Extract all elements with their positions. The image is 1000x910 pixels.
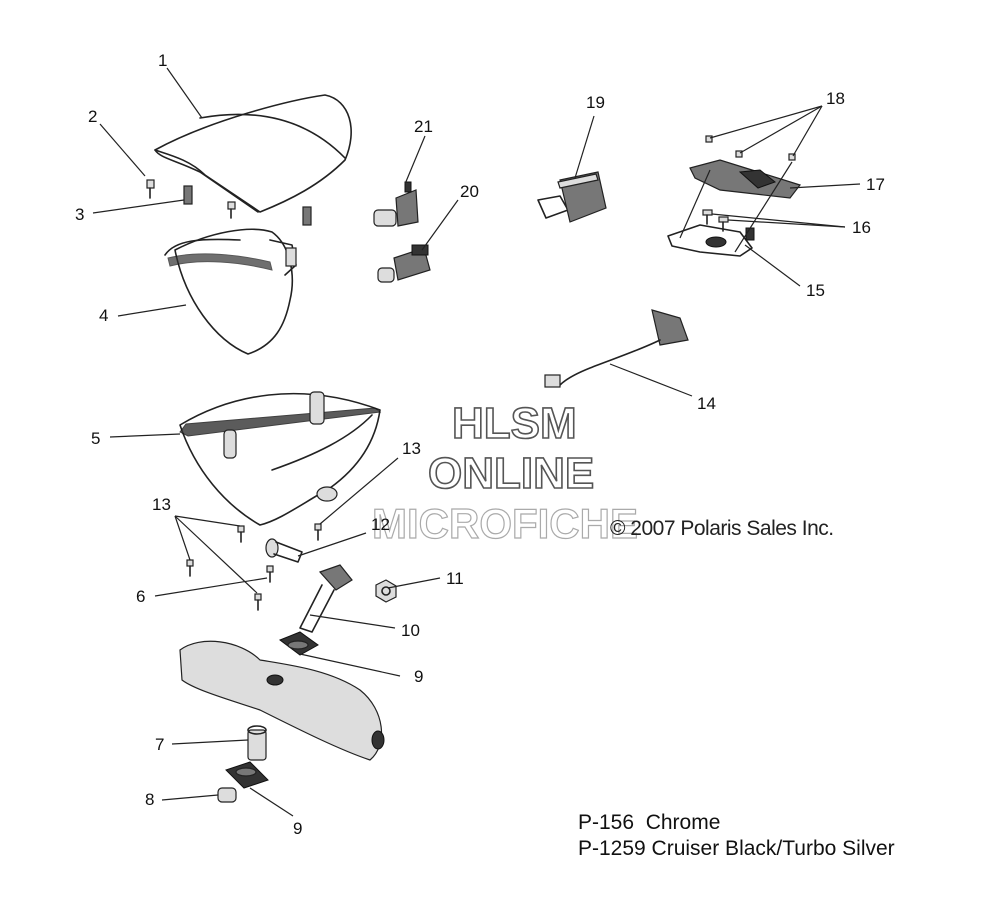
callout-18: 18	[826, 89, 845, 108]
caption-line-cruiser: P-1259 Cruiser Black/Turbo Silver	[578, 837, 895, 860]
part-1-visor	[154, 94, 352, 213]
callout-9-lower: 9	[293, 819, 302, 838]
callout-12: 12	[371, 515, 390, 534]
callout-17: 17	[866, 175, 885, 194]
callout-16: 16	[852, 218, 871, 237]
part-8-nut	[217, 787, 237, 803]
callout-19: 19	[586, 93, 605, 112]
caption-block: P-156 Chrome P-1259 Cruiser Black/Turbo …	[578, 810, 895, 862]
part-4-headlight-housing	[164, 228, 297, 355]
watermark-line1: HLSM	[452, 399, 577, 448]
callout-10: 10	[401, 621, 420, 640]
callout-7: 7	[155, 735, 164, 754]
callout-6: 6	[136, 587, 145, 606]
part-11-nut	[375, 579, 397, 603]
part-7-spacer	[247, 725, 267, 761]
part-top-clamp	[179, 640, 385, 761]
part-2-screw	[146, 179, 155, 199]
part-21-bulb	[373, 181, 419, 227]
callout-21: 21	[414, 117, 433, 136]
part-14-harness	[544, 309, 689, 388]
callout-3: 3	[75, 205, 84, 224]
part-19-bulb	[537, 171, 607, 223]
callout-13-right: 13	[402, 439, 421, 458]
part-18-screws	[705, 135, 796, 161]
part-12-bolt	[265, 538, 303, 563]
caption-line-chrome: P-156 Chrome	[578, 811, 721, 834]
callout-4: 4	[99, 306, 108, 325]
callout-9-upper: 9	[414, 667, 423, 686]
callout-20: 20	[460, 182, 479, 201]
part-3-standoffs	[183, 185, 312, 226]
callout-11: 11	[446, 569, 464, 588]
callout-2: 2	[88, 107, 97, 126]
callout-15: 15	[806, 281, 825, 300]
part-20-bulb	[377, 244, 431, 283]
watermark-line2: ONLINE	[428, 449, 594, 498]
callout-numbers: 1 2 3 4 5 6 7 8 9 9 10 11 12 13 13 14 15…	[75, 51, 885, 838]
copyright-notice: © 2007 Polaris Sales Inc.	[610, 517, 834, 540]
part-5-housing	[179, 391, 382, 526]
part-15-base-plate	[667, 224, 755, 257]
callout-5: 5	[91, 429, 100, 448]
callout-13-left: 13	[152, 495, 171, 514]
part-17-circuit-board	[689, 159, 802, 199]
callout-8: 8	[145, 790, 154, 809]
part-10-bracket	[299, 564, 353, 633]
callout-14: 14	[697, 394, 716, 413]
part-6-screw	[266, 565, 274, 583]
part-9-bushing-lower	[225, 761, 269, 789]
part-9-bushing-upper	[278, 631, 319, 656]
watermark-line3: MICROFICHE	[372, 500, 638, 547]
part-13-screws	[186, 523, 322, 611]
callout-1: 1	[158, 51, 167, 70]
leader-lines	[92, 67, 861, 817]
watermark: HLSM ONLINE MICROFICHE	[371, 398, 638, 547]
